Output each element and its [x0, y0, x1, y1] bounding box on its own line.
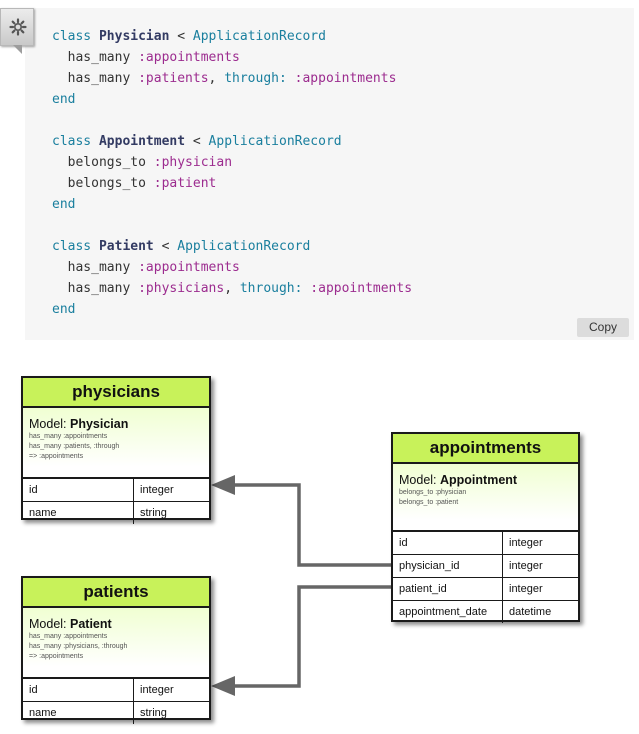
code-line: belongs_to :physician	[52, 152, 412, 173]
column-name: appointment_date	[393, 601, 503, 623]
column-row: name string	[23, 502, 209, 524]
association-line: has_many :appointments	[29, 433, 108, 440]
code-token: :appointments	[138, 260, 240, 275]
code-token: :patient	[153, 176, 217, 191]
association-line: => :appointments	[29, 653, 84, 660]
code-token: <	[185, 134, 209, 149]
column-row: patient_id integer	[393, 578, 578, 601]
table-title: appointments	[393, 434, 578, 464]
code-token: belongs_to	[52, 155, 154, 170]
column-name: id	[23, 679, 134, 701]
code-line: has_many :physicians, through: :appointm…	[52, 278, 412, 299]
arrowhead-icon	[211, 475, 235, 495]
association-line: has_many :physicians, :through	[29, 643, 128, 650]
column-type: integer	[509, 583, 543, 595]
code-line: class Appointment < ApplicationRecord	[52, 131, 412, 152]
column-type: integer	[140, 684, 174, 696]
code-token: :appointments	[138, 50, 240, 65]
code-line: has_many :appointments	[52, 47, 412, 68]
code-listing: class Physician < ApplicationRecord has_…	[52, 26, 412, 320]
table-appointments: appointments Model: Appointment belongs_…	[391, 432, 580, 623]
connector-patient	[232, 585, 392, 688]
code-line: end	[52, 299, 412, 320]
code-token: class	[52, 239, 99, 254]
column-type: integer	[140, 484, 174, 496]
code-token: ,	[208, 71, 225, 86]
column-row: appointment_date datetime	[393, 601, 578, 623]
column-row: name string	[23, 702, 209, 724]
code-line: has_many :appointments	[52, 257, 412, 278]
code-token: class	[52, 29, 99, 44]
model-label: Model: Appointment	[399, 473, 518, 487]
code-token: ApplicationRecord	[192, 29, 326, 44]
code-token: ApplicationRecord	[177, 239, 311, 254]
model-section: Model: Appointment belongs_to :physician…	[393, 464, 578, 532]
code-line: belongs_to :patient	[52, 173, 412, 194]
column-name: id	[23, 479, 134, 501]
column-name: name	[23, 702, 134, 724]
association-line: has_many :patients, :through	[29, 443, 120, 450]
column-type: string	[140, 707, 167, 719]
table-physicians: physicians Model: Physician has_many :ap…	[21, 376, 211, 524]
code-line: end	[52, 194, 412, 215]
code-token: through:	[224, 71, 287, 86]
association-line: belongs_to :patient	[399, 499, 459, 506]
code-token: :patients	[138, 71, 209, 86]
arrowhead-icon	[211, 676, 235, 696]
column-row: id integer	[23, 679, 209, 702]
code-token: end	[52, 197, 76, 212]
code-token: :physicians	[138, 281, 225, 296]
table-title: physicians	[23, 378, 209, 408]
code-token: <	[153, 239, 178, 254]
code-token: end	[52, 92, 76, 107]
association-line: => :appointments	[29, 453, 84, 460]
model-label: Model: Patient	[29, 617, 112, 631]
column-name: physician_id	[393, 555, 503, 577]
model-section: Model: Patient has_many :appointments ha…	[23, 608, 209, 679]
code-token: ,	[224, 281, 240, 296]
column-type: datetime	[509, 606, 552, 618]
code-token: has_many	[52, 281, 139, 296]
association-line: belongs_to :physician	[399, 489, 467, 496]
code-line: class Physician < ApplicationRecord	[52, 26, 412, 47]
gear-icon[interactable]	[0, 8, 34, 54]
column-row: physician_id integer	[393, 555, 578, 578]
column-row: id integer	[393, 532, 578, 555]
model-label: Model: Physician	[29, 417, 129, 431]
table-patients: patients Model: Patient has_many :appoin…	[21, 576, 211, 724]
code-token: Appointment	[98, 134, 186, 149]
code-token: end	[52, 302, 76, 317]
column-type: integer	[509, 537, 543, 549]
column-name: patient_id	[393, 578, 503, 600]
code-token: <	[169, 29, 193, 44]
code-line: class Patient < ApplicationRecord	[52, 236, 412, 257]
code-token: has_many	[52, 71, 139, 86]
copy-button[interactable]: Copy	[577, 318, 629, 337]
association-line: has_many :appointments	[29, 633, 108, 640]
column-name: id	[393, 532, 503, 554]
column-name: name	[23, 502, 134, 524]
code-token: belongs_to	[52, 176, 154, 191]
table-title: patients	[23, 578, 209, 608]
code-token: :appointments	[302, 281, 413, 296]
code-token: Physician	[98, 29, 170, 44]
code-line: end	[52, 89, 412, 110]
code-token: has_many	[52, 50, 139, 65]
code-line: has_many :patients, through: :appointmen…	[52, 68, 412, 89]
code-token: class	[52, 134, 99, 149]
code-block: class Physician < ApplicationRecord has_…	[25, 8, 634, 340]
column-type: integer	[509, 560, 543, 572]
code-token: Patient	[98, 239, 154, 254]
model-section: Model: Physician has_many :appointments …	[23, 408, 209, 479]
code-token: :physician	[153, 155, 233, 170]
code-token: has_many	[52, 260, 139, 275]
connector-physician	[232, 483, 392, 567]
column-type: string	[140, 507, 167, 519]
code-token: through:	[239, 281, 303, 296]
code-token: ApplicationRecord	[208, 134, 342, 149]
code-token: :appointments	[286, 71, 397, 86]
column-row: id integer	[23, 479, 209, 502]
